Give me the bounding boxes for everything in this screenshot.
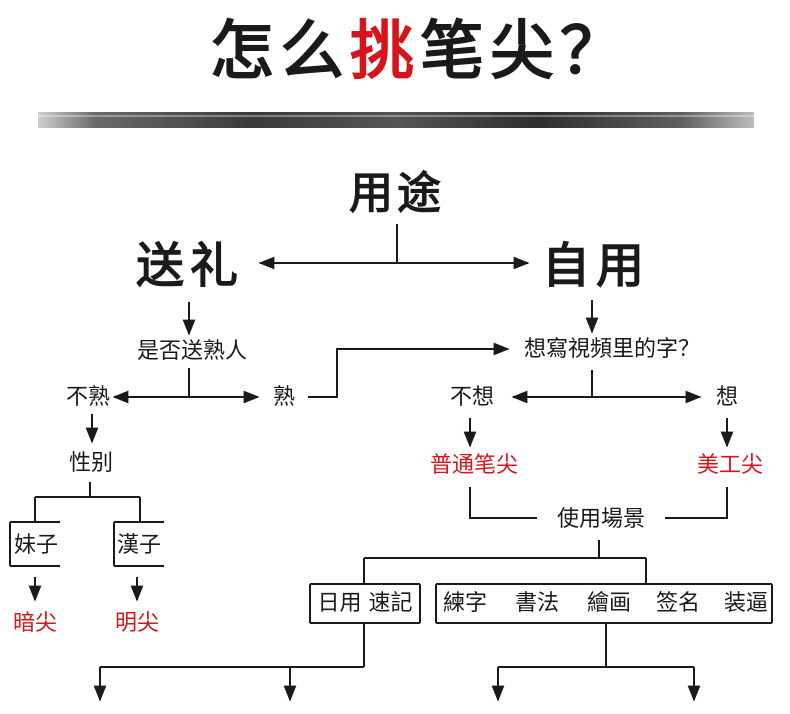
title-prefix: 怎么 [210, 14, 350, 89]
page-title: 怎么挑笔尖？ [210, 20, 630, 84]
connector-scenes-bottom [498, 623, 694, 668]
connector-gender-split [34, 482, 141, 522]
bracket-daily [309, 583, 421, 624]
connector-normal-to-scene [469, 487, 537, 519]
arrow-familiar-to-video [308, 342, 510, 398]
node-art-nib: 美工尖 [696, 453, 764, 478]
node-not-familiar: 不熟 [65, 385, 111, 410]
node-self-use: 自用 [541, 238, 651, 294]
node-gift: 送礼 [135, 238, 245, 294]
scene-signature: 签名 [655, 591, 701, 616]
node-want: 想 [715, 385, 739, 410]
node-normal-nib: 普通笔尖 [429, 453, 519, 478]
title-suffix: 笔尖？ [420, 14, 630, 89]
node-familiar: 熟 [272, 385, 296, 410]
connector-art-to-scene [665, 487, 728, 519]
node-girl: 妹子 [13, 533, 59, 558]
bracket-guy [113, 521, 164, 567]
title-highlight: 挑 [350, 14, 420, 89]
scene-calligraphy: 書法 [514, 591, 560, 616]
scene-drawing: 繪画 [586, 591, 632, 616]
node-usage-scene: 使用場景 [556, 507, 646, 532]
bracket-scenes [435, 583, 773, 624]
brush-divider [38, 112, 754, 128]
node-guy: 漢子 [116, 533, 162, 558]
node-acquaintance-question: 是否送熟人 [136, 339, 248, 364]
scene-show: 装逼 [723, 591, 769, 616]
node-visible-nib: 明尖 [114, 611, 160, 636]
node-dark-nib: 暗尖 [12, 611, 58, 636]
node-video-question: 想寫視頻里的字？ [523, 337, 701, 362]
node-gender: 性别 [68, 451, 114, 476]
scene-daily: 日用 速記 [317, 591, 413, 616]
node-no-want: 不想 [449, 385, 495, 410]
node-usage: 用途 [349, 168, 445, 219]
scene-practice: 練字 [442, 591, 488, 616]
bracket-girl [9, 521, 60, 567]
connector-scene-split [363, 540, 647, 584]
